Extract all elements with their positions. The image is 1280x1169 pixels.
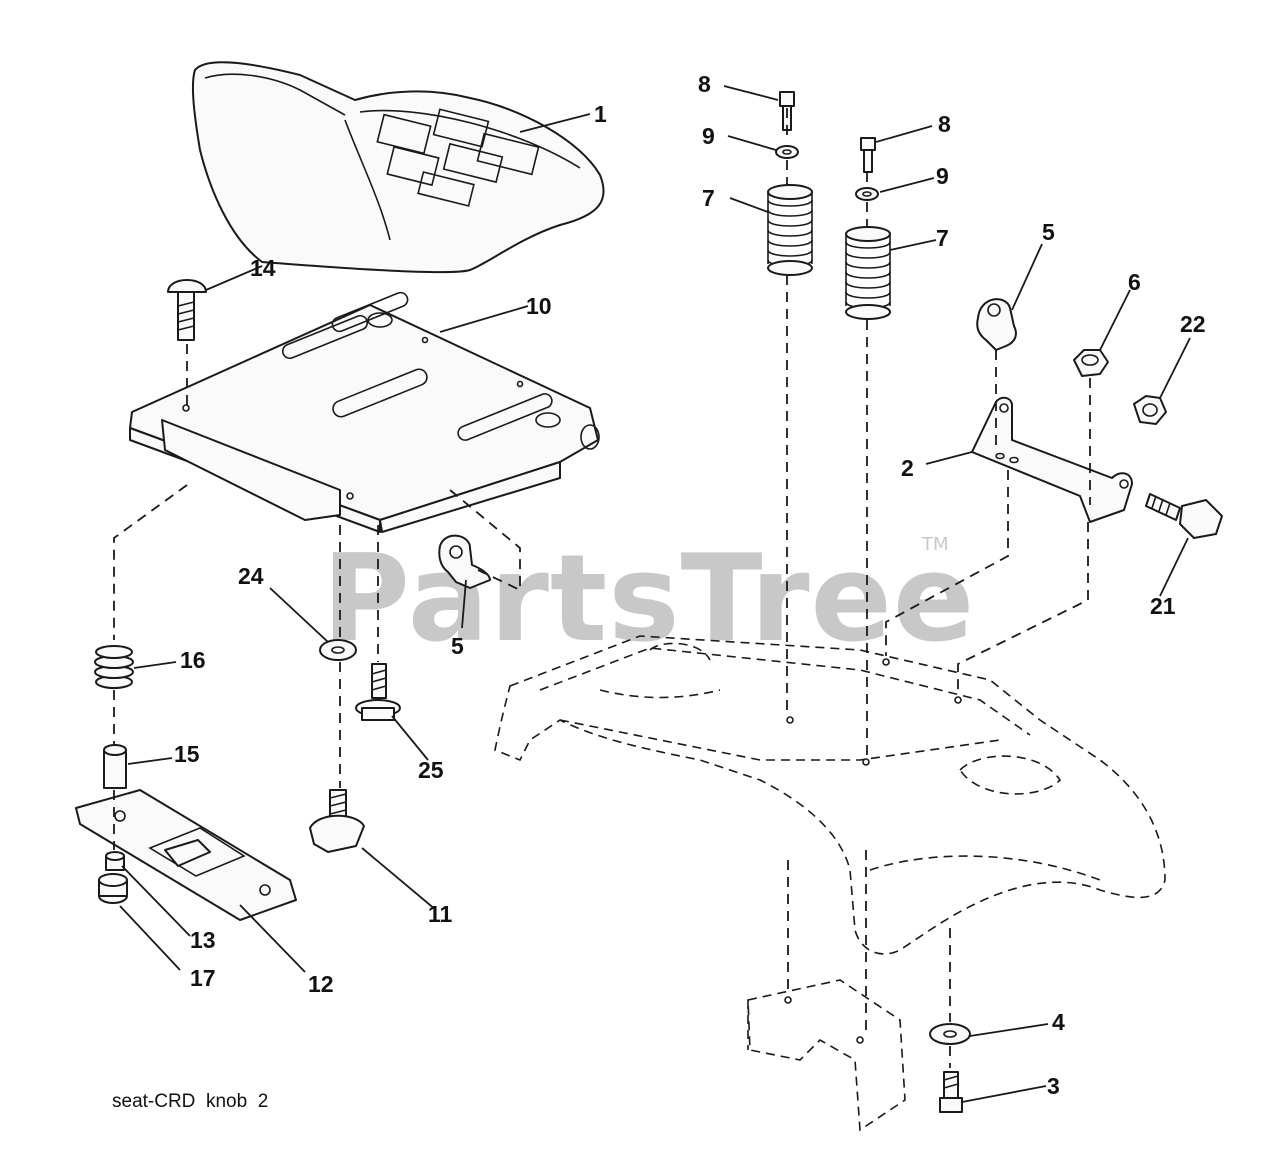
- bracket-12: [75, 789, 297, 921]
- callout-3: 3: [1047, 1073, 1060, 1099]
- clip-5-right: [976, 298, 1017, 351]
- callout-17: 17: [190, 965, 216, 991]
- watermark-brand: PartsTree: [322, 530, 975, 669]
- callout-8-right: 8: [938, 111, 951, 137]
- callout-2: 2: [901, 455, 914, 481]
- watermark-trademark: TM: [921, 534, 949, 555]
- callout-10: 10: [526, 293, 552, 319]
- nut-17: [98, 873, 128, 904]
- spring-7-left: [767, 184, 813, 276]
- callout-25: 25: [418, 757, 444, 783]
- callout-labels: 1 2 3 4 5 5 6 7 7 8 8 9 9 10 11 12 13 14…: [174, 71, 1206, 1099]
- callout-24: 24: [238, 563, 264, 589]
- callout-4: 4: [1052, 1009, 1065, 1035]
- callout-5-left: 5: [451, 633, 464, 659]
- callout-21: 21: [1150, 593, 1176, 619]
- washer-24: [319, 639, 357, 661]
- bolt-21: [1145, 493, 1223, 539]
- callout-16: 16: [180, 647, 206, 673]
- spring-7-right: [845, 226, 891, 320]
- leader-lines: [119, 85, 1191, 1103]
- spring-16: [94, 645, 134, 689]
- nut-13: [105, 851, 125, 871]
- callout-7-right: 7: [936, 225, 949, 251]
- washer-9-right: [855, 187, 879, 201]
- callout-22: 22: [1180, 311, 1206, 337]
- callout-14: 14: [250, 255, 276, 281]
- callout-6: 6: [1128, 269, 1141, 295]
- callout-8-left: 8: [698, 71, 711, 97]
- callout-12: 12: [308, 971, 334, 997]
- callout-9-right: 9: [936, 163, 949, 189]
- bolt-3: [939, 1071, 963, 1113]
- washer-9-left: [775, 145, 799, 159]
- carriage-bolt-14: [167, 279, 207, 341]
- callout-11: 11: [428, 901, 453, 927]
- callout-7-left: 7: [702, 185, 715, 211]
- knob-11: [309, 789, 365, 853]
- seat-cushion: [191, 61, 605, 274]
- tractor-frame: [494, 635, 1166, 1132]
- bracket-2: [971, 396, 1133, 523]
- callout-15: 15: [174, 741, 200, 767]
- bolt-8-right: [860, 137, 876, 173]
- callout-13: 13: [190, 927, 216, 953]
- bolt-25: [355, 663, 401, 721]
- callout-1: 1: [594, 101, 607, 127]
- washer-4: [929, 1023, 971, 1045]
- nut-6: [1073, 349, 1109, 377]
- callout-9-left: 9: [702, 123, 715, 149]
- assembly-lines: [113, 108, 1091, 1068]
- callout-5-right: 5: [1042, 219, 1055, 245]
- seat-pan: [129, 291, 600, 533]
- diagram-caption: seat-CRD knob 2: [112, 1091, 268, 1112]
- nut-22: [1133, 395, 1167, 425]
- spacer-15: [103, 744, 127, 789]
